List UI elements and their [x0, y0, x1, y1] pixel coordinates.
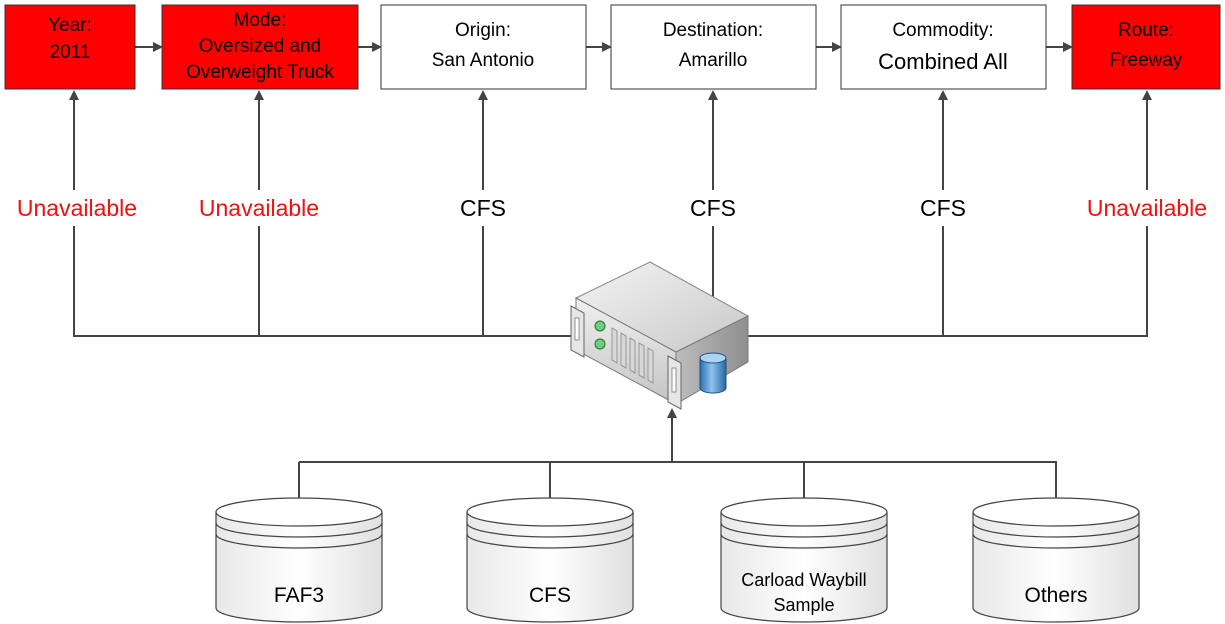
attribute-box-route-rect — [1071, 4, 1221, 90]
database-cfs: CFS — [466, 497, 634, 623]
attribute-mode-line2: Oversized and — [199, 36, 322, 57]
database-label-faf3: FAF3 — [274, 584, 324, 607]
attribute-box-year-rect — [4, 4, 136, 90]
attribute-box-route: Route: Freeway — [1071, 4, 1221, 90]
attribute-origin-line1: Origin: — [455, 20, 511, 41]
attribute-box-mode: Mode: Oversized and Overweight Truck — [161, 4, 359, 90]
database-ring-3-2 — [720, 533, 888, 549]
attribute-origin-line2: San Antonio — [432, 50, 534, 71]
database-top-1 — [215, 497, 383, 527]
source-label-route: Unavailable — [1087, 195, 1207, 221]
database-others: Others — [972, 497, 1140, 623]
attribute-destination-line1: Destination: — [663, 20, 763, 41]
attribute-mode-line3: Overweight Truck — [186, 62, 334, 83]
database-faf3: FAF3 — [215, 497, 383, 623]
database-label-carload-line1: Carload Waybill — [741, 570, 866, 590]
attribute-box-origin-rect — [380, 4, 587, 90]
source-label-mode: Unavailable — [199, 195, 319, 221]
attribute-box-commodity: Commodity: Combined All — [840, 4, 1047, 90]
database-body-1 — [215, 512, 383, 623]
attribute-mode-line1: Mode: — [234, 10, 287, 31]
attribute-year-line1: Year: — [48, 15, 92, 36]
attribute-box-destination-rect — [610, 4, 817, 90]
database-body-4 — [972, 512, 1140, 623]
attribute-boxes: Year: 2011 Mode: Oversized and Overweigh… — [4, 4, 1221, 90]
attribute-box-year: Year: 2011 — [4, 4, 136, 90]
source-label-year: Unavailable — [17, 195, 137, 221]
database-carload-waybill-sample: Carload Waybill Sample — [720, 497, 888, 623]
database-ring-4-1 — [972, 522, 1140, 538]
database-top-3 — [720, 497, 888, 527]
attribute-box-origin: Origin: San Antonio — [380, 4, 587, 90]
source-label-origin: CFS — [460, 195, 506, 221]
databases: FAF3 CFS Carload Waybill Sample Others — [215, 497, 1140, 623]
database-ring-4-2 — [972, 533, 1140, 549]
database-label-carload-line2: Sample — [773, 595, 834, 615]
server-icon — [570, 261, 750, 410]
source-labels: Unavailable Unavailable CFS CFS CFS Unav… — [6, 190, 1222, 226]
database-ring-2-2 — [466, 533, 634, 549]
attribute-box-destination: Destination: Amarillo — [610, 4, 817, 90]
database-cylinder-icon — [699, 352, 727, 394]
source-label-destination: CFS — [690, 195, 736, 221]
attribute-year-line2: 2011 — [50, 42, 91, 63]
database-ring-1-1 — [215, 522, 383, 538]
database-top-2 — [466, 497, 634, 527]
database-body-3 — [720, 512, 888, 623]
attribute-commodity-line1: Commodity: — [892, 20, 993, 41]
database-ring-1-2 — [215, 533, 383, 549]
attribute-destination-line2: Amarillo — [679, 50, 748, 71]
database-ring-2-1 — [466, 522, 634, 538]
database-body-2 — [466, 512, 634, 623]
source-label-commodity: CFS — [920, 195, 966, 221]
attribute-route-line2: Freeway — [1110, 50, 1183, 71]
attribute-route-line1: Route: — [1118, 20, 1174, 41]
attribute-box-commodity-rect — [840, 4, 1047, 90]
database-label-cfs: CFS — [529, 584, 571, 607]
database-top-4 — [972, 497, 1140, 527]
attribute-box-mode-rect — [161, 4, 359, 90]
database-label-others: Others — [1024, 584, 1087, 607]
database-ring-3-1 — [720, 522, 888, 538]
connectors — [69, 42, 1152, 512]
attribute-commodity-line2: Combined All — [878, 49, 1008, 74]
